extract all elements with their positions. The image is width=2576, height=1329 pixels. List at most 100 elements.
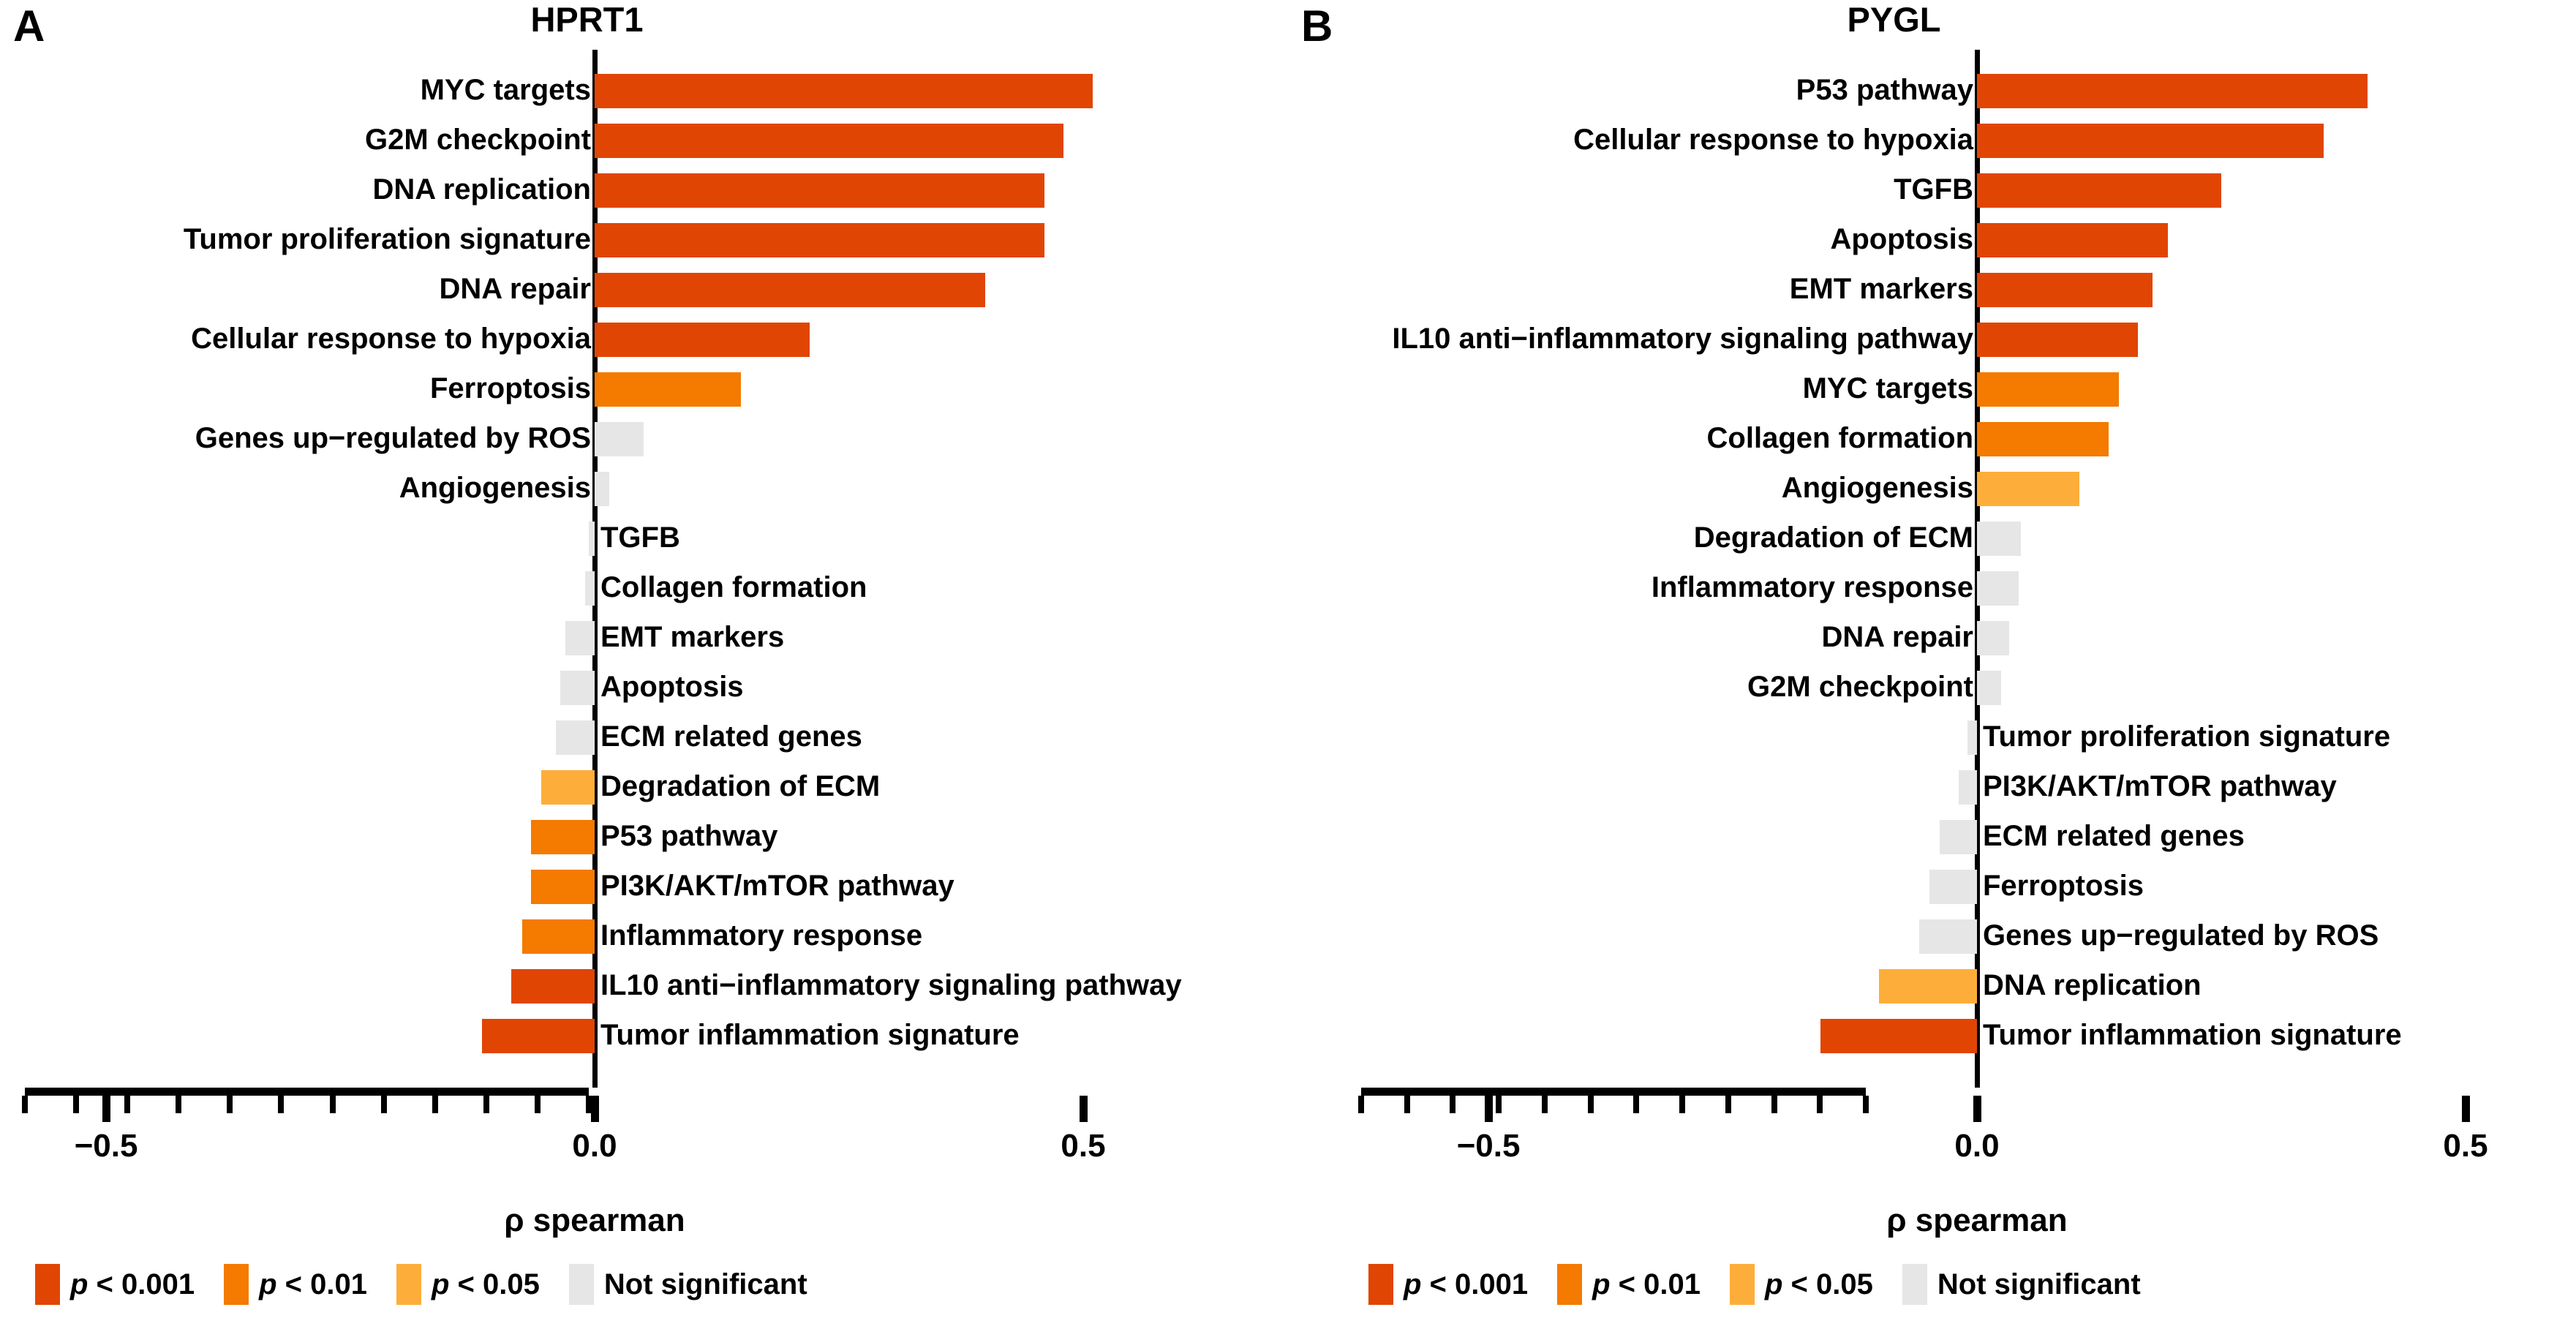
legend-label: p < 0.001: [70, 1268, 195, 1300]
legend-color-swatch: [1557, 1264, 1583, 1305]
category-label: Cellular response to hypoxia: [1573, 124, 1973, 156]
x-axis-minor-tick: [1541, 1096, 1548, 1113]
x-axis-tick-label: 0.5: [1061, 1128, 1106, 1164]
category-label: G2M checkpoint: [1747, 671, 1973, 703]
x-axis-minor-tick: [1725, 1096, 1731, 1113]
legend-color-swatch: [224, 1264, 249, 1305]
category-label: Cellular response to hypoxia: [191, 323, 591, 355]
bar: [595, 372, 742, 407]
legend-item: p < 0.01: [1557, 1264, 1701, 1305]
bar: [595, 323, 810, 357]
x-axis-minor-tick: [586, 1096, 592, 1113]
bar: [1977, 522, 2022, 556]
x-axis-minor-tick: [1817, 1096, 1823, 1113]
x-axis-line: [1361, 1088, 1866, 1096]
x-axis-minor-tick: [22, 1096, 28, 1113]
x-axis-minor-tick: [432, 1096, 438, 1113]
x-axis-tick-label: −0.5: [74, 1128, 138, 1164]
x-axis-major-tick: [1080, 1096, 1088, 1122]
legend-color-swatch: [1368, 1264, 1393, 1305]
bar: [531, 820, 595, 854]
bar: [588, 522, 595, 556]
bar: [1977, 173, 2221, 208]
bar: [1929, 870, 1977, 904]
x-axis-minor-tick: [73, 1096, 80, 1113]
category-label: Ferroptosis: [1983, 870, 2144, 902]
x-axis-major-tick: [1973, 1096, 1981, 1122]
bar: [1977, 472, 2080, 506]
legend-item: Not significant: [568, 1264, 807, 1305]
bar: [1977, 74, 2368, 108]
category-label: PI3K/AKT/mTOR pathway: [1983, 770, 2337, 802]
legend-item: Not significant: [1902, 1264, 2141, 1305]
bar: [1958, 770, 1977, 805]
bar: [522, 919, 595, 954]
x-axis-title: ρ spearman: [1886, 1202, 2068, 1238]
category-label: ECM related genes: [600, 720, 862, 753]
bar: [1977, 571, 2019, 606]
bar: [1977, 124, 2324, 158]
bar: [1919, 919, 1977, 954]
legend-color-swatch: [1730, 1264, 1755, 1305]
x-axis-major-tick: [2462, 1096, 2470, 1122]
x-axis-minor-tick: [1404, 1096, 1410, 1113]
x-axis-major-tick: [102, 1096, 110, 1122]
x-axis-minor-tick: [1450, 1096, 1456, 1113]
category-label: Inflammatory response: [600, 919, 923, 952]
category-label: Collagen formation: [600, 571, 867, 603]
category-label: IL10 anti−inflammatory signaling pathway: [1392, 323, 1973, 355]
panel-a-letter: A: [13, 1, 45, 50]
category-label: DNA repair: [439, 273, 591, 305]
bar: [1977, 671, 2002, 705]
legend-item: p < 0.001: [1368, 1264, 1528, 1305]
legend-label: p < 0.05: [432, 1268, 540, 1300]
x-axis-line: [25, 1088, 589, 1096]
legend-label: p < 0.05: [1765, 1268, 1873, 1300]
category-label: Apoptosis: [600, 671, 744, 703]
panel-b-title: PYGL: [1847, 0, 1941, 39]
x-axis-minor-tick: [483, 1096, 489, 1113]
bar: [1977, 372, 2119, 407]
x-axis-major-tick: [591, 1096, 599, 1122]
legend-label: p < 0.01: [1592, 1268, 1701, 1300]
category-label: PI3K/AKT/mTOR pathway: [600, 870, 954, 902]
legend-label: Not significant: [1937, 1268, 2141, 1300]
category-label: EMT markers: [1789, 273, 1973, 305]
legend-item: p < 0.05: [1730, 1264, 1873, 1305]
category-label: Apoptosis: [1830, 223, 1973, 255]
category-label: P53 pathway: [600, 820, 778, 852]
legend-color-swatch: [1902, 1264, 1927, 1305]
x-axis-minor-tick: [176, 1096, 182, 1113]
x-axis-tick-label: 0.5: [2443, 1128, 2488, 1164]
x-axis-minor-tick: [1587, 1096, 1594, 1113]
bar: [595, 472, 610, 506]
category-label: Genes up−regulated by ROS: [1983, 919, 2379, 952]
bar: [595, 173, 1044, 208]
x-axis-minor-tick: [1496, 1096, 1502, 1113]
category-label: TGFB: [600, 522, 680, 554]
legend-label: p < 0.001: [1404, 1268, 1529, 1300]
bar: [1820, 1019, 1977, 1053]
legend-color-swatch: [35, 1264, 60, 1305]
bar: [1977, 422, 2109, 456]
x-axis-minor-tick: [1771, 1096, 1777, 1113]
bar: [595, 74, 1093, 108]
category-label: ECM related genes: [1983, 820, 2245, 852]
category-label: IL10 anti−inflammatory signaling pathway: [600, 969, 1182, 1001]
legend-item: p < 0.01: [224, 1264, 367, 1305]
category-label: Inflammatory response: [1651, 571, 1973, 603]
legend-color-swatch: [568, 1264, 594, 1305]
bar: [482, 1019, 595, 1053]
category-label: G2M checkpoint: [365, 124, 591, 156]
legend-label: p < 0.01: [259, 1268, 367, 1300]
bar: [541, 770, 595, 805]
bar: [511, 969, 595, 1004]
x-axis-major-tick: [1485, 1096, 1493, 1122]
panel-b-legend: p < 0.001 p < 0.01 p < 0.05 Not significant: [1368, 1264, 2170, 1305]
bar: [1879, 969, 1977, 1004]
x-axis-minor-tick: [534, 1096, 541, 1113]
